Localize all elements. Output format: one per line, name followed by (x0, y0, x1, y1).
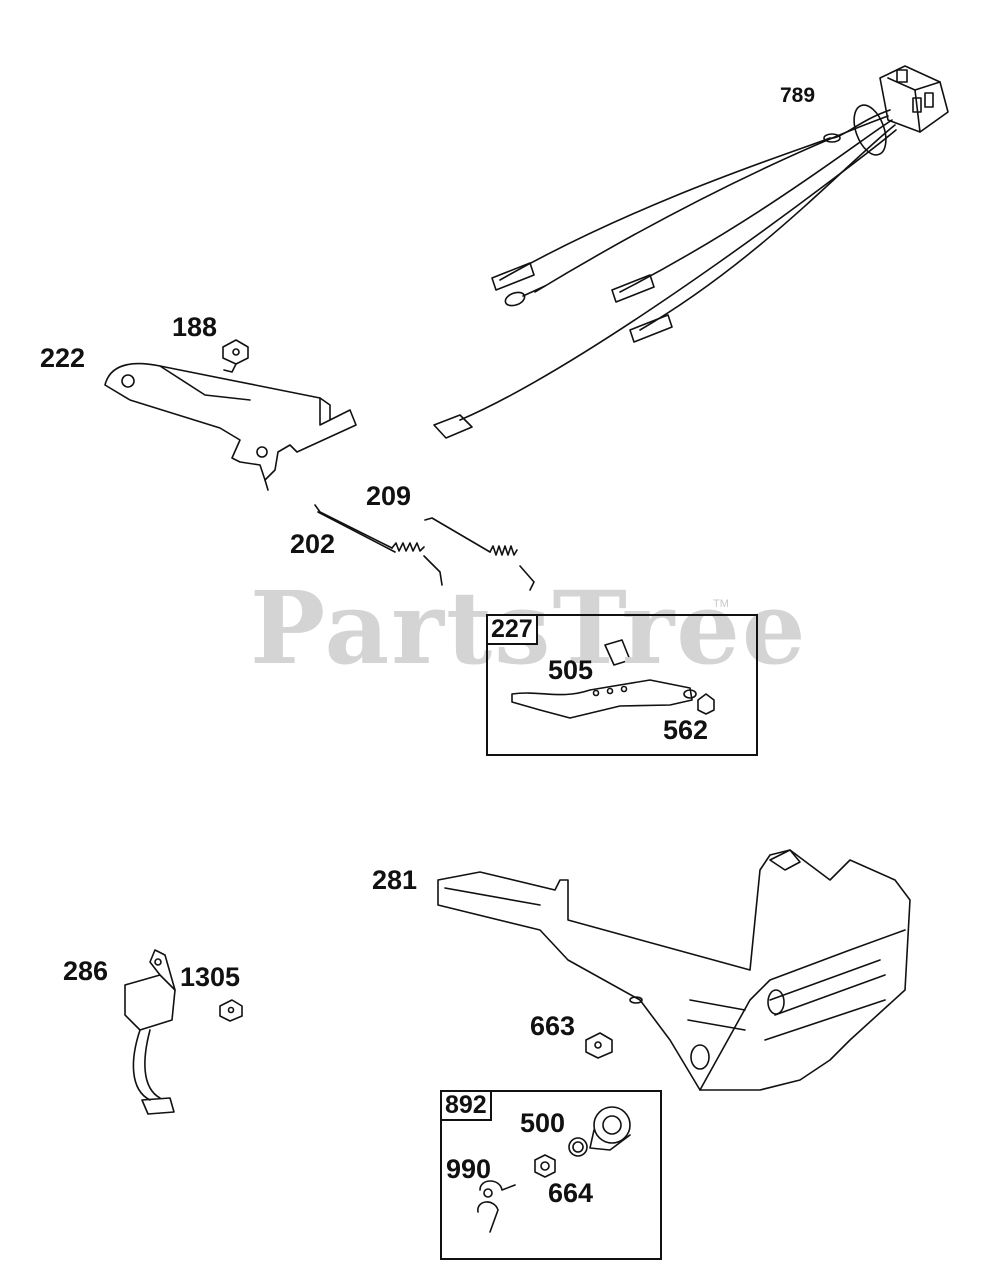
kit-box-227 (486, 614, 758, 756)
bolt-663-drawing (585, 1032, 613, 1059)
kit-label-227[interactable]: 227 (486, 614, 538, 645)
spring-link-202-drawing (314, 504, 443, 586)
callout-188[interactable]: 188 (172, 312, 218, 342)
bracket-drawing (104, 362, 357, 491)
callout-281[interactable]: 281 (372, 865, 418, 895)
callout-664[interactable]: 664 (548, 1178, 594, 1208)
callout-562[interactable]: 562 (663, 715, 709, 745)
kit-label-892[interactable]: 892 (440, 1090, 492, 1121)
callout-663[interactable]: 663 (530, 1011, 576, 1041)
trademark-mark: TM (713, 598, 729, 610)
callout-202[interactable]: 202 (290, 529, 336, 559)
ignition-switch-drawing (477, 1106, 631, 1233)
handle-panel-drawing (437, 849, 911, 1091)
control-lever-drawing (511, 639, 715, 719)
bolt-drawing (222, 339, 249, 373)
kit-box-892 (440, 1090, 662, 1260)
callout-990[interactable]: 990 (446, 1154, 492, 1184)
callout-1305[interactable]: 1305 (180, 962, 241, 992)
module-drawing (124, 949, 176, 1115)
screw-1305-drawing (219, 999, 243, 1022)
callout-789[interactable]: 789 (780, 84, 816, 107)
callout-505[interactable]: 505 (548, 655, 594, 685)
callout-209[interactable]: 209 (366, 481, 412, 511)
wire-harness-drawing (433, 65, 949, 439)
callout-222[interactable]: 222 (40, 343, 86, 373)
spring-link-209-drawing (424, 517, 535, 591)
callout-500[interactable]: 500 (520, 1108, 566, 1138)
callout-286[interactable]: 286 (63, 956, 109, 986)
